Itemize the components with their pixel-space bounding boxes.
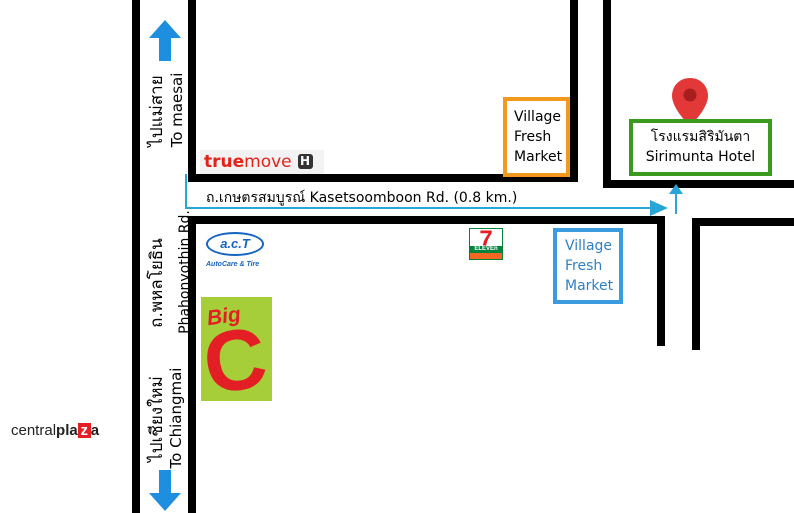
truemove-logo: truemove H	[200, 150, 324, 174]
main-road-left-edge	[132, 0, 140, 513]
centralplaza-z: z	[77, 423, 91, 438]
centralplaza-a: a	[90, 422, 100, 439]
market-top-line-3: Market	[514, 149, 563, 165]
truemove-true: true	[204, 152, 245, 172]
side-road-bottom-edge-left	[188, 216, 664, 224]
direction-north-english: To maesai	[168, 72, 186, 148]
village-market-bottom: Village Fresh Market	[553, 228, 623, 304]
market-bottom-line-1: Village	[565, 238, 613, 254]
arrow-up-icon	[149, 20, 181, 61]
route-arrow-icon	[185, 174, 683, 216]
market-bottom-line-2: Fresh	[565, 258, 603, 274]
side-road-top-edge-right	[603, 180, 794, 188]
act-logo-main: a.c.T	[206, 232, 264, 256]
seven-eleven-logo: 7 ELEVEn	[469, 227, 503, 260]
cross-road-left-top	[570, 0, 578, 182]
main-road-right-edge-top	[188, 0, 196, 182]
main-road-thai: ถ.พหลโยธิน	[147, 238, 167, 328]
seven-eleven-stripe	[470, 253, 502, 259]
direction-south-thai: ไปเชียงใหม่	[147, 376, 167, 462]
bigc-logo: Big C	[201, 297, 272, 401]
act-logo-tagline: AutoCare & Tire	[206, 261, 260, 268]
hotel-name-thai: โรงแรมสิริมันตา	[650, 129, 751, 145]
village-market-top: Village Fresh Market	[503, 97, 570, 177]
direction-south-english: To Chiangmai	[167, 367, 185, 469]
cross-road-right-top	[603, 0, 611, 188]
main-road-right-edge-bottom	[188, 216, 196, 513]
market-top-line-1: Village	[514, 109, 562, 125]
direction-north-thai: ไปแม่สาย	[147, 75, 167, 147]
map-pin-icon	[672, 78, 708, 126]
hotel-label: โรงแรมสิริมันตา Sirimunta Hotel	[629, 119, 772, 176]
side-road-label: ถ.เกษตรสมบูรณ์ Kasetsoomboon Rd. (0.8 km…	[206, 190, 518, 206]
centralplaza-pla: pla	[56, 422, 78, 439]
side-road-top-edge-left	[188, 174, 577, 182]
cross-road-left-bottom	[657, 216, 665, 346]
side-road-bottom-edge-right	[692, 218, 794, 226]
truemove-h: H	[297, 154, 313, 169]
centralplaza-central: central	[11, 422, 57, 439]
cross-road-right-bottom	[692, 218, 700, 350]
bigc-c: C	[201, 309, 272, 401]
main-road-english: Phahonyothin Rd.	[177, 210, 193, 334]
market-bottom-line-3: Market	[565, 278, 614, 294]
seven-eleven-word: ELEVEn	[470, 246, 502, 253]
truemove-move: move	[244, 152, 292, 172]
market-top-line-2: Fresh	[514, 129, 552, 145]
act-logo: a.c.T AutoCare & Tire	[206, 232, 268, 274]
arrow-down-icon	[149, 470, 181, 511]
hotel-name-english: Sirimunta Hotel	[645, 149, 756, 165]
